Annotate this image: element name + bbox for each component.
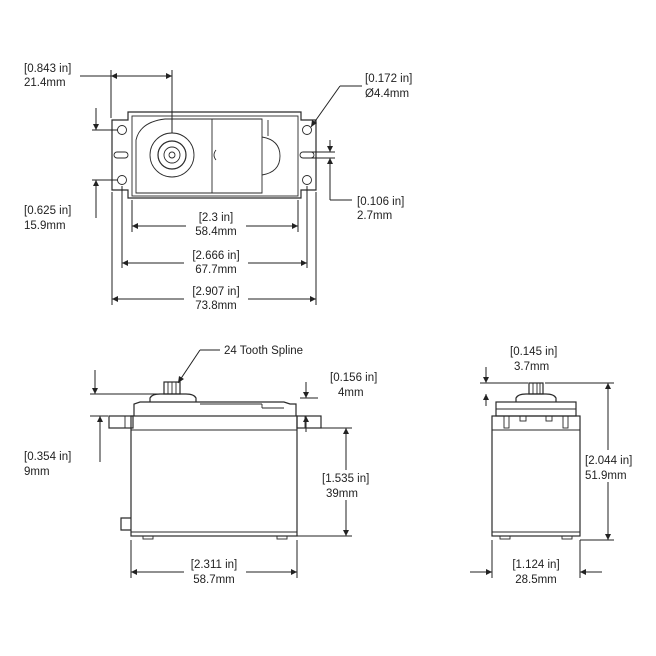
label-width-between-tabs-inch: [2.666 in] xyxy=(192,250,239,262)
end-view-spline xyxy=(528,382,544,395)
top-view-body-outline xyxy=(131,115,299,197)
end-view-dimensions: [0.145 in] 3.7mm [2.044 in] 51.9mm [1.12… xyxy=(470,346,632,586)
top-view-mounting-flange xyxy=(111,111,317,199)
label-overall-length-mm: 73.8mm xyxy=(195,300,237,312)
label-body-length-mm: 58.7mm xyxy=(193,574,235,586)
label-hole-spacing-inch: [0.625 in] xyxy=(24,205,71,217)
label-width-between-holes-mm: 58.4mm xyxy=(195,226,237,238)
label-edge-to-spline-mm: 21.4mm xyxy=(24,77,66,89)
side-view-cable-exit xyxy=(120,517,131,531)
side-view-body xyxy=(130,415,298,537)
label-body-width-mm: 28.5mm xyxy=(515,574,557,586)
side-view xyxy=(108,381,322,540)
gear-cover-bulge xyxy=(261,136,281,176)
top-left-mounting-hole xyxy=(117,125,127,135)
side-view-top-plate xyxy=(133,401,297,416)
label-width-between-holes-inch: [2.3 in] xyxy=(199,212,234,224)
output-gear-housing xyxy=(135,118,213,194)
label-end-spline-height-mm: 3.7mm xyxy=(514,361,549,373)
end-view-tab-b xyxy=(545,415,553,422)
label-spline-height-mm: 4mm xyxy=(338,387,364,399)
label-spline-callout: 24 Tooth Spline xyxy=(224,345,303,357)
label-body-length-inch: [2.311 in] xyxy=(191,559,237,571)
label-overall-length-inch: [2.907 in] xyxy=(192,286,239,298)
side-view-top-cap xyxy=(149,393,197,402)
output-spline-outer xyxy=(157,140,187,170)
side-view-dimensions: 24 Tooth Spline [0.354 in] 9mm [0.156 in… xyxy=(24,345,377,586)
bottom-left-mounting-hole xyxy=(117,175,127,185)
label-spline-height-inch: [0.156 in] xyxy=(330,372,377,384)
label-overall-height-inch: [2.044 in] xyxy=(585,455,632,467)
label-width-between-tabs-mm: 67.7mm xyxy=(195,264,237,276)
right-mounting-slot xyxy=(299,151,315,159)
label-overall-height-mm: 51.9mm xyxy=(585,470,627,482)
side-view-foot-right xyxy=(276,535,288,540)
secondary-gear-cover xyxy=(212,118,263,194)
top-view xyxy=(111,111,317,199)
top-right-mounting-hole xyxy=(302,125,312,135)
output-spline-screw xyxy=(168,151,176,159)
label-tab-height-mm: 9mm xyxy=(24,466,50,478)
output-gear-cover xyxy=(149,132,195,178)
end-view-top-cap xyxy=(515,393,557,402)
bottom-right-mounting-hole xyxy=(302,175,312,185)
label-slot-width-mm: 2.7mm xyxy=(357,210,392,222)
label-hole-spacing-mm: 15.9mm xyxy=(24,220,66,232)
end-view xyxy=(491,382,581,540)
label-slot-width-inch: [0.106 in] xyxy=(357,196,404,208)
output-spline xyxy=(163,146,181,164)
label-body-width-inch: [1.124 in] xyxy=(512,559,559,571)
label-hole-diameter-inch: [0.172 in] xyxy=(365,73,412,85)
side-view-left-flange xyxy=(108,415,134,429)
left-mounting-slot xyxy=(113,151,129,159)
side-view-foot-left xyxy=(142,535,154,540)
end-view-body xyxy=(491,415,581,537)
label-end-spline-height-inch: [0.145 in] xyxy=(510,346,557,358)
top-view-dimensions: [0.843 in] 21.4mm [0.172 in] Ø4.4mm [0.6… xyxy=(24,63,412,312)
label-body-height-inch: [1.535 in] xyxy=(322,473,369,485)
label-hole-diameter-mm: Ø4.4mm xyxy=(365,88,409,100)
label-body-height-mm: 39mm xyxy=(326,488,358,500)
label-edge-to-spline-inch: [0.843 in] xyxy=(24,63,71,75)
label-tab-height-inch: [0.354 in] xyxy=(24,451,71,463)
end-view-tab-a xyxy=(519,415,527,422)
